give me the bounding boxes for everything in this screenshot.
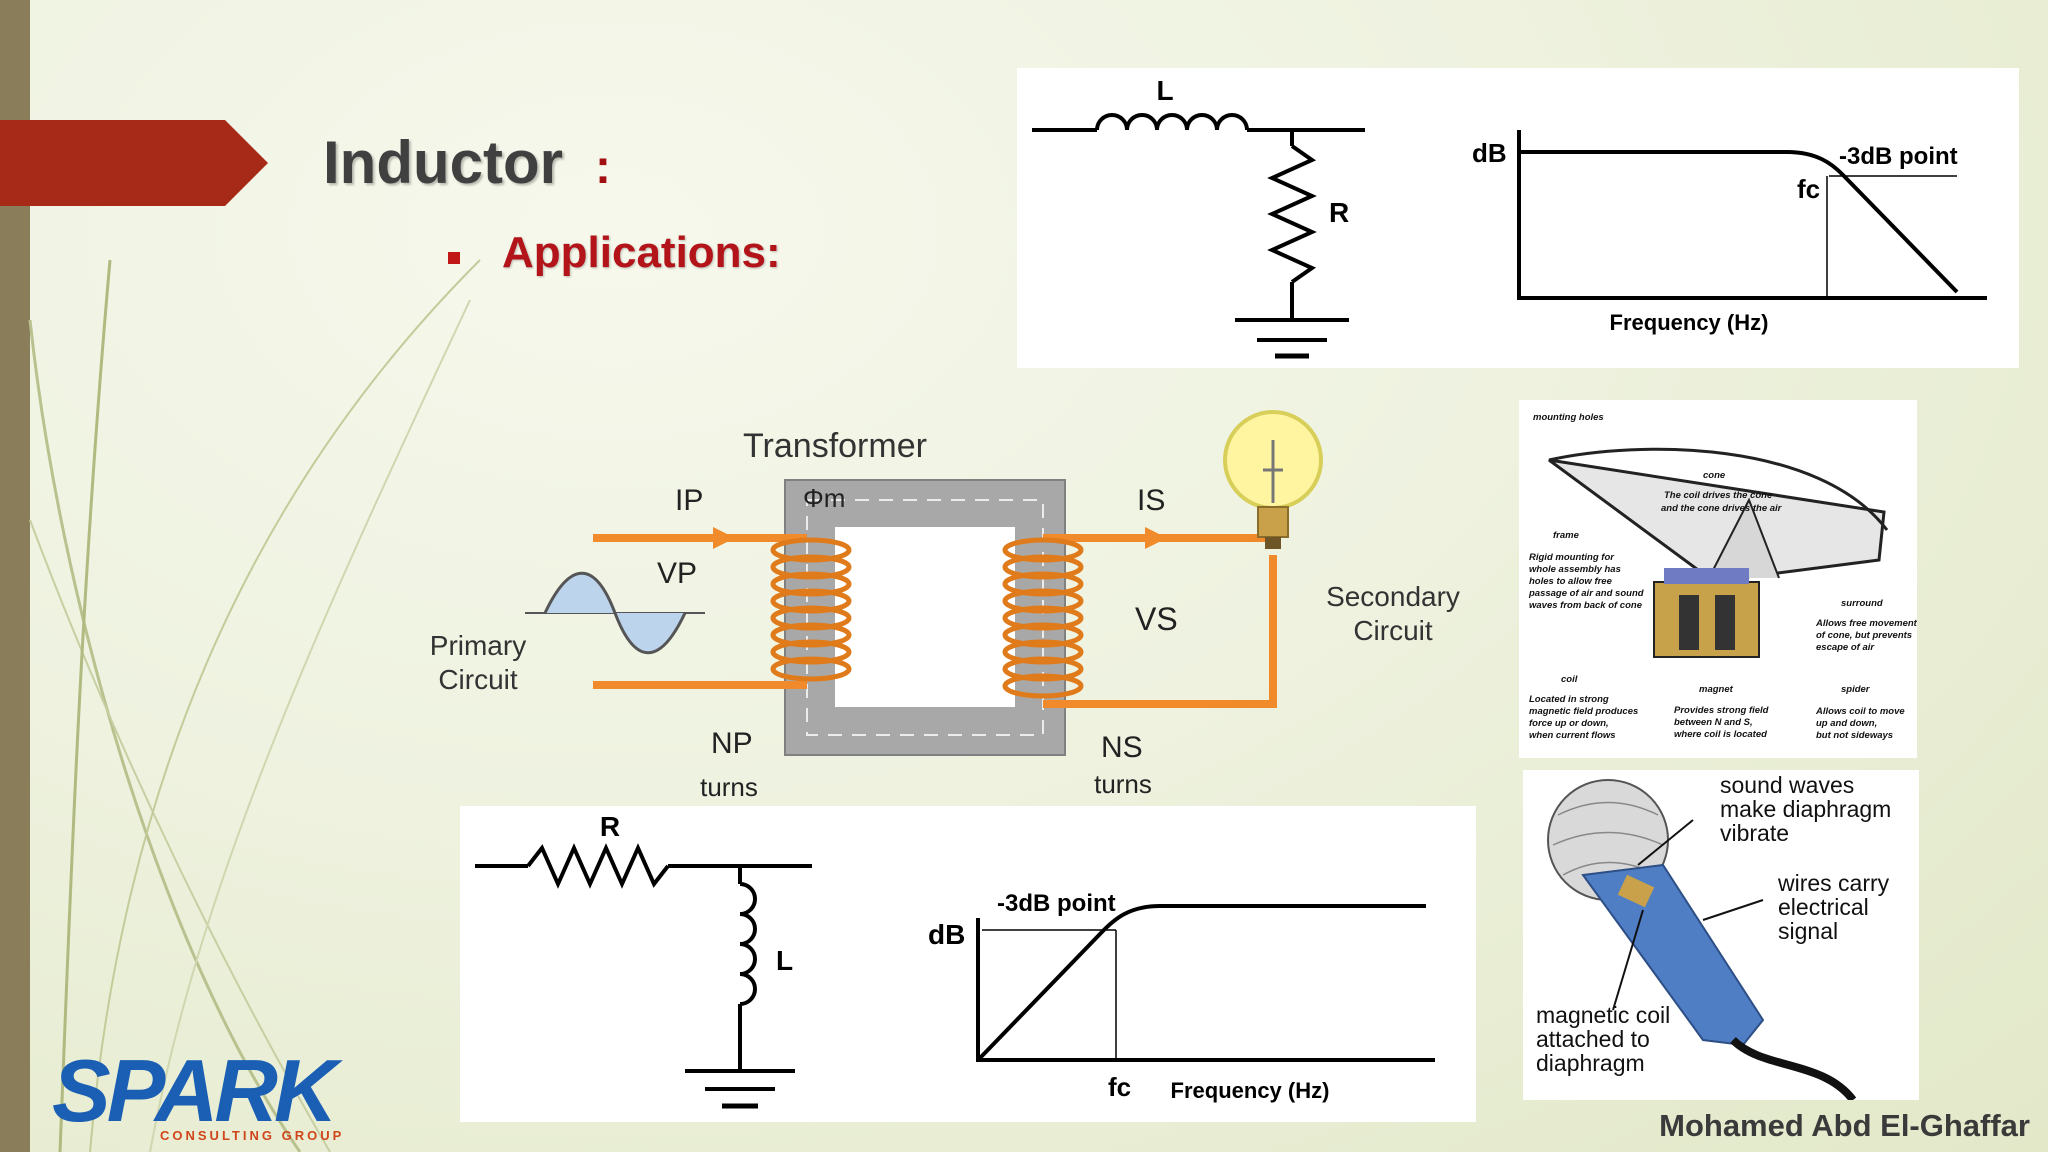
speaker-coil-desc-2: magnetic field produces xyxy=(1529,706,1638,717)
mic-wires-label-3: signal xyxy=(1778,918,1838,944)
highpass-fc-label: fc xyxy=(1108,1072,1131,1102)
lowpass-panel: L R dB -3dB point fc Frequency (Hz) xyxy=(1017,68,2019,368)
highpass-resistor-symbol xyxy=(526,843,670,889)
lowpass-point-label: -3dB point xyxy=(1839,143,1958,170)
mic-sound-label-2: make diaphragm xyxy=(1720,796,1891,822)
ns-turns-label: turns xyxy=(1094,769,1152,799)
speaker-frame-desc-2: whole assembly has xyxy=(1529,564,1621,575)
lowpass-resistor-label: R xyxy=(1329,197,1349,228)
highpass-diagram: R L dB -3dB point fc Frequency (Hz) xyxy=(475,811,1435,1109)
speaker-diagram: mounting holes cone The coil drives the … xyxy=(1528,412,1918,741)
speaker-magnet-desc-1: Provides strong field xyxy=(1674,705,1769,716)
secondary-circuit-label-1: Secondary xyxy=(1326,581,1460,612)
mic-wires-label-1: wires carry xyxy=(1777,870,1890,896)
lowpass-inductor-symbol xyxy=(1095,113,1249,131)
slide-title: Inductor xyxy=(323,129,563,196)
np-label: NP xyxy=(711,727,753,760)
speaker-mounting-holes-label: mounting holes xyxy=(1533,412,1604,423)
speaker-spider-desc-3: but not sideways xyxy=(1816,730,1893,741)
ip-label: IP xyxy=(675,484,703,517)
lowpass-resistor-symbol xyxy=(1267,144,1317,284)
speaker-cone-desc-1: The coil drives the cone xyxy=(1664,490,1773,501)
logo-text: SPARK xyxy=(52,1041,338,1140)
ns-label: NS xyxy=(1101,731,1143,764)
title-arrow xyxy=(0,120,268,206)
speaker-spider-desc-1: Allows coil to move xyxy=(1815,706,1905,717)
np-turns-label: turns xyxy=(700,772,758,802)
speaker-frame-label: frame xyxy=(1553,530,1580,541)
speaker-frame-desc-3: holes to allow free xyxy=(1529,576,1613,587)
speaker-spider-label: spider xyxy=(1841,684,1871,695)
lowpass-fc-label: fc xyxy=(1797,174,1820,204)
microphone-body xyxy=(1581,863,1765,1047)
slide-subtitle: Applications: xyxy=(502,228,781,277)
highpass-point-label: -3dB point xyxy=(997,890,1116,917)
speaker-cone-desc-2: and the cone drives the air xyxy=(1661,503,1783,514)
lowpass-diagram: L R dB -3dB point fc Frequency (Hz) xyxy=(1032,75,1987,359)
speaker-coil-desc-4: when current flows xyxy=(1529,730,1616,741)
mic-wires-label-2: electrical xyxy=(1778,894,1869,920)
is-label: IS xyxy=(1137,484,1165,517)
secondary-coil xyxy=(1002,537,1084,699)
speaker-frame-desc-4: passage of air and sound xyxy=(1528,588,1644,599)
ac-source-icon xyxy=(525,571,705,655)
highpass-freq-label: Frequency (Hz) xyxy=(1171,1078,1330,1103)
mic-coil-label-3: diaphragm xyxy=(1536,1050,1645,1076)
highpass-response-curve xyxy=(978,904,1426,1060)
speaker-coil-desc-3: force up or down, xyxy=(1529,718,1609,729)
phi-label: Φm xyxy=(803,483,845,513)
secondary-circuit-label-2: Circuit xyxy=(1353,615,1433,646)
microphone-diagram: sound waves make diaphragm vibrate wires… xyxy=(1536,772,1891,1103)
speaker-spider-desc-2: up and down, xyxy=(1816,718,1877,729)
lowpass-freq-label: Frequency (Hz) xyxy=(1610,310,1769,335)
speaker-panel: mounting holes cone The coil drives the … xyxy=(1519,400,1918,758)
speaker-cone-label: cone xyxy=(1703,470,1726,481)
speaker-surround-label: surround xyxy=(1841,598,1883,609)
microphone-panel: sound waves make diaphragm vibrate wires… xyxy=(1523,770,1919,1103)
highpass-inductor-symbol xyxy=(739,882,757,1006)
mic-coil-label-2: attached to xyxy=(1536,1026,1650,1052)
primary-circuit-label-1: Primary xyxy=(430,630,526,661)
highpass-db-label: dB xyxy=(928,919,965,950)
bullet-marker xyxy=(448,252,460,264)
speaker-frame-desc-5: waves from back of cone xyxy=(1529,600,1643,611)
speaker-magnet-desc-2: between N and S, xyxy=(1674,717,1753,728)
vs-label: VS xyxy=(1135,601,1178,637)
speaker-magnet-desc-3: where coil is located xyxy=(1674,729,1767,740)
highpass-inductor-label: L xyxy=(776,945,793,976)
mic-sound-label-3: vibrate xyxy=(1720,820,1789,846)
speaker-cone-shape xyxy=(1548,458,1886,580)
speaker-coil-desc-1: Located in strong xyxy=(1529,694,1609,705)
lowpass-db-label: dB xyxy=(1472,138,1507,168)
transformer-diagram: Transformer Φm xyxy=(430,410,1460,802)
speaker-magnet xyxy=(1653,581,1760,658)
speaker-coil-label: coil xyxy=(1561,674,1578,685)
speaker-frame-desc-1: Rigid mounting for xyxy=(1529,552,1615,563)
title-colon: : xyxy=(595,141,611,194)
speaker-surround-desc-2: of cone, but prevents xyxy=(1816,630,1912,641)
speaker-magnet-label: magnet xyxy=(1699,684,1734,695)
author-name: Mohamed Abd El-Ghaffar xyxy=(1659,1108,2030,1143)
primary-circuit-label-2: Circuit xyxy=(438,664,518,695)
primary-coil xyxy=(770,537,852,682)
transformer-title: Transformer xyxy=(743,427,927,465)
highpass-resistor-label: R xyxy=(600,811,620,842)
speaker-surround-desc-1: Allows free movement xyxy=(1815,618,1917,629)
spark-logo: SPARK CONSULTING GROUP xyxy=(52,1040,341,1143)
vp-label: VP xyxy=(657,557,697,590)
mic-coil-label-1: magnetic coil xyxy=(1536,1002,1670,1028)
mic-sound-label-1: sound waves xyxy=(1720,772,1854,798)
lowpass-response-curve xyxy=(1519,150,1959,294)
speaker-surround-desc-3: escape of air xyxy=(1816,642,1875,653)
lowpass-inductor-label: L xyxy=(1156,75,1173,106)
logo-subtitle: CONSULTING GROUP xyxy=(160,1128,345,1143)
highpass-panel: R L dB -3dB point fc Frequency (Hz) xyxy=(460,806,1476,1122)
light-bulb-icon xyxy=(1223,410,1323,549)
